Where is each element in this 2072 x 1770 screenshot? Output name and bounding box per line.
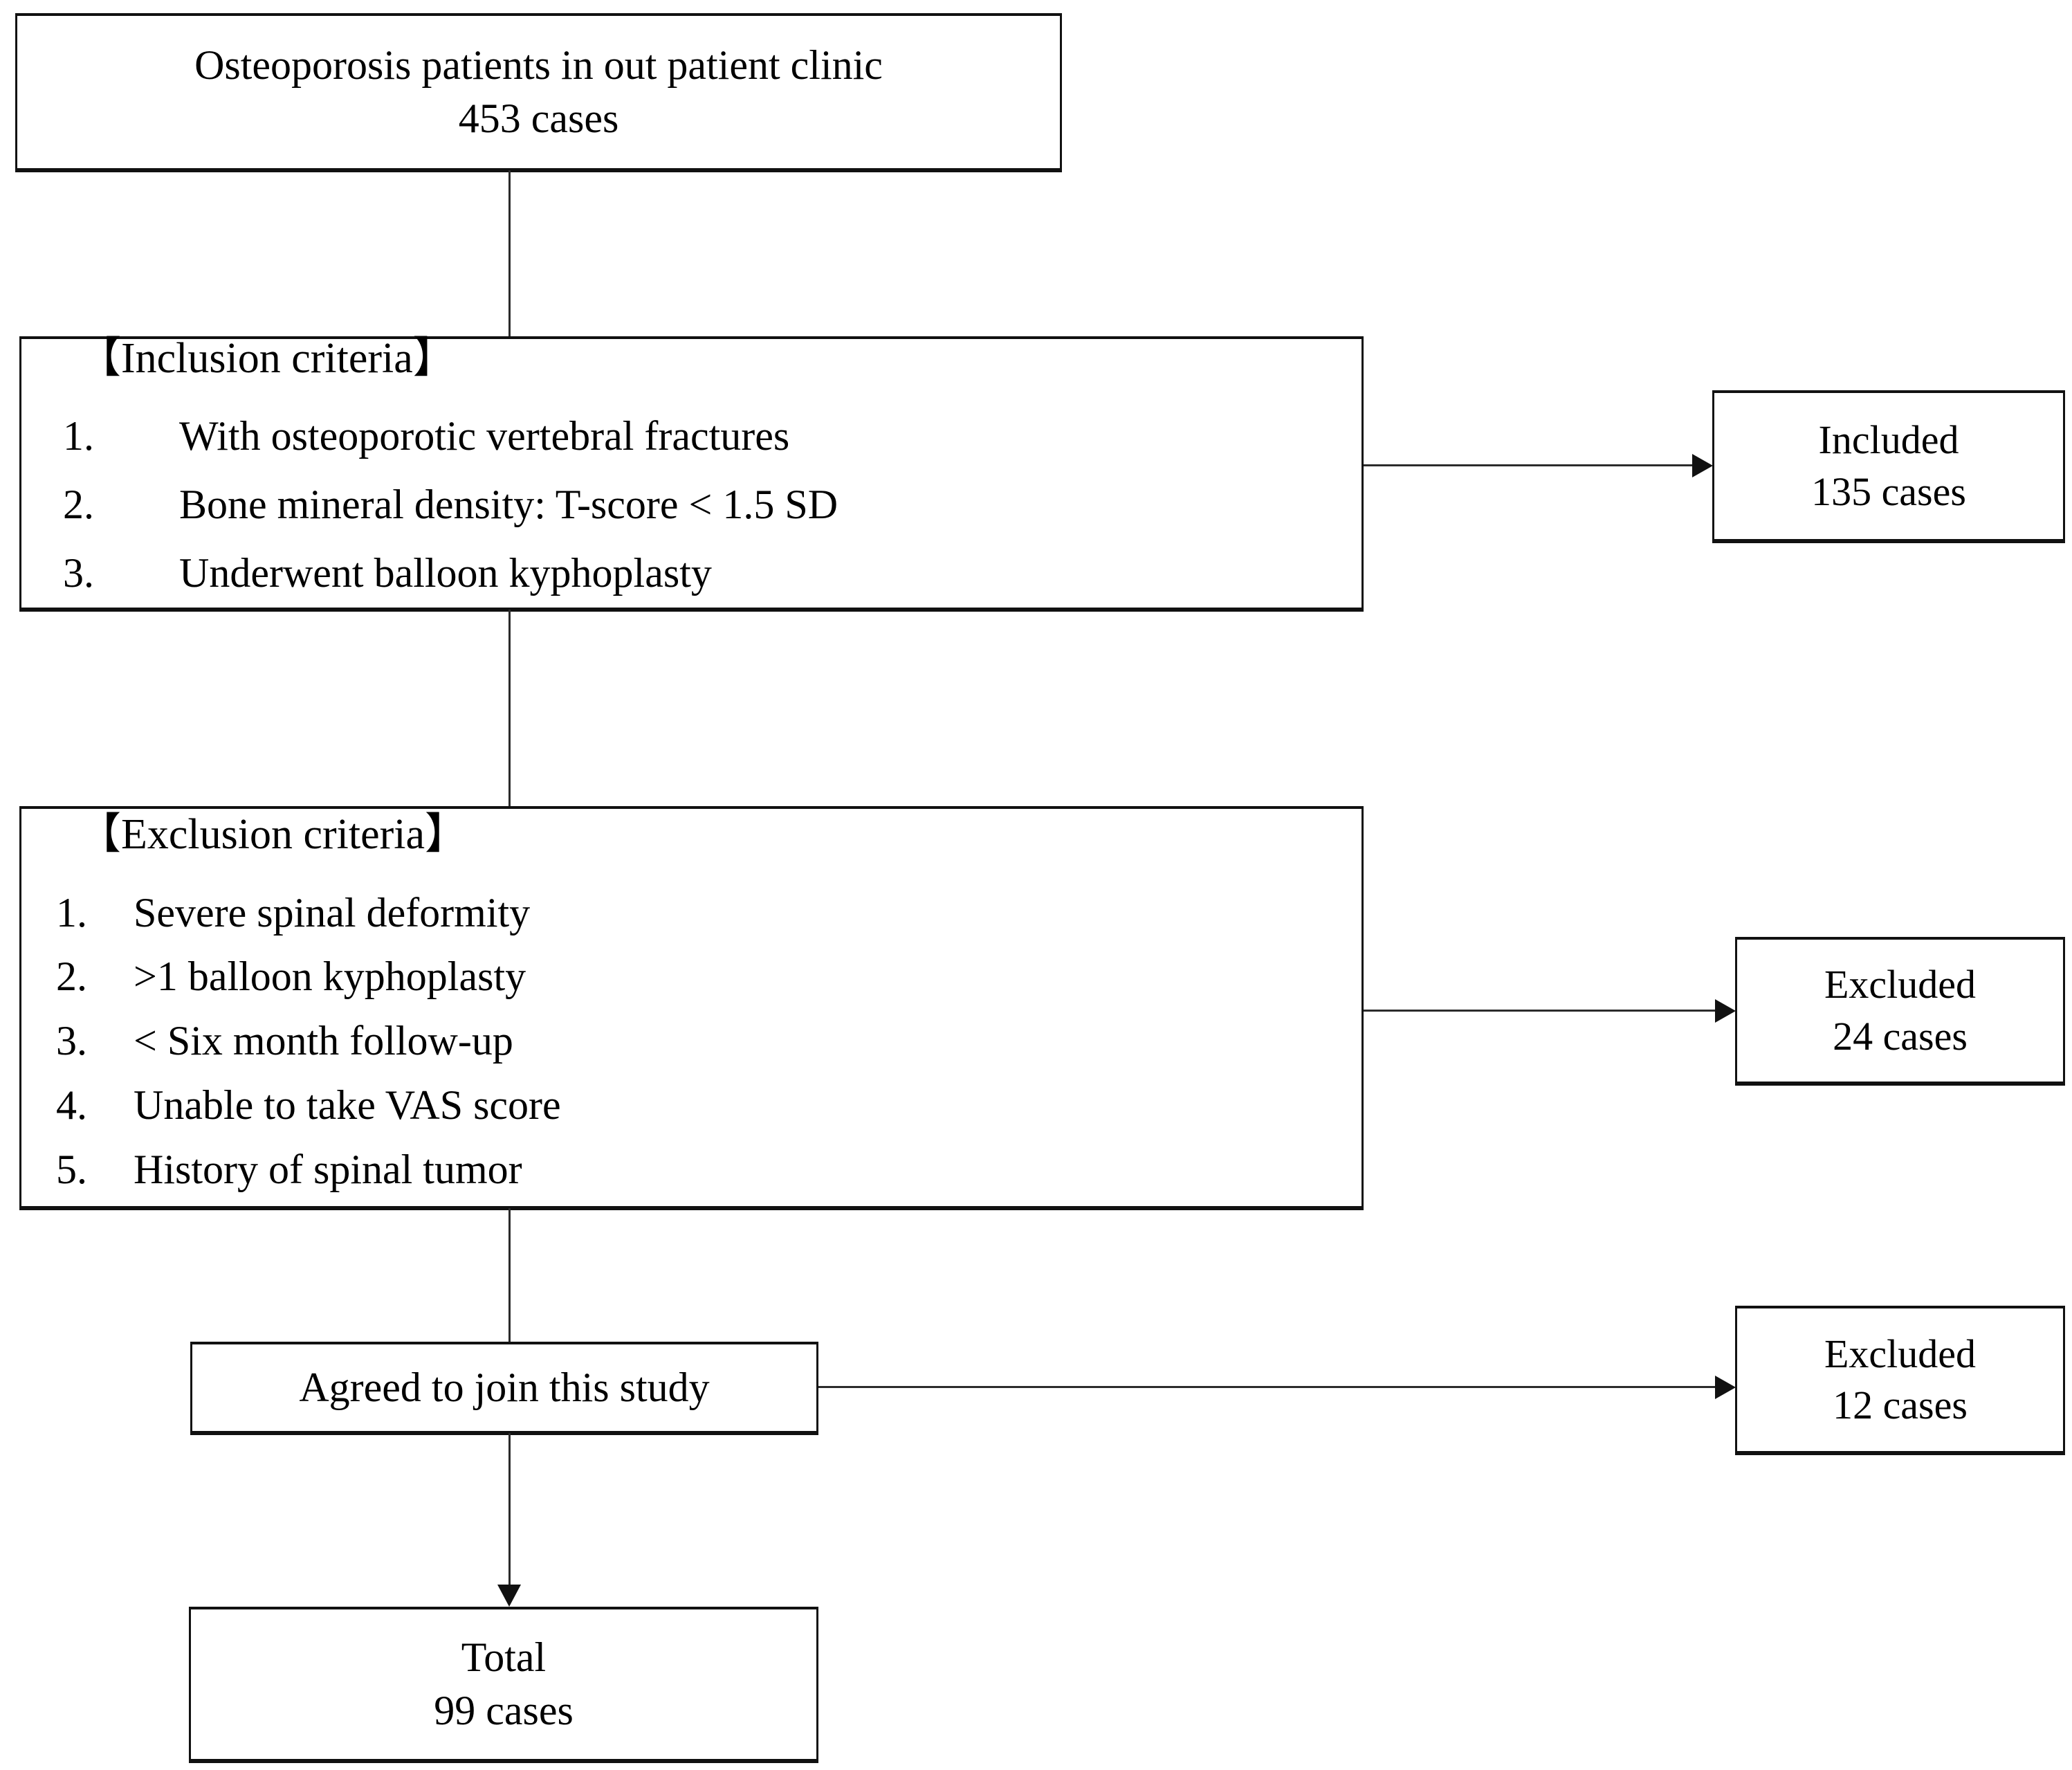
connector-inclusion-to-exclusion bbox=[508, 610, 511, 808]
inclusion-item-1-number: 1. bbox=[63, 413, 94, 459]
inclusion-item-1-text: With osteoporotic vertebral fractures bbox=[179, 413, 790, 459]
exclusion-item-5-number: 5. bbox=[56, 1146, 87, 1192]
inclusion-criteria-list: 1. With osteoporotic vertebral fractures… bbox=[37, 410, 1362, 614]
exclusion-item-2-number: 2. bbox=[56, 954, 87, 1000]
connector-exclusion-to-agreed bbox=[508, 1208, 511, 1344]
excluded-consent-line-2: 12 cases bbox=[1833, 1383, 1968, 1427]
exclusion-item-1-text: Severe spinal deformity bbox=[134, 889, 531, 936]
exclusion-item-2-text: >1 balloon kyphoplasty bbox=[134, 954, 526, 1000]
arrowhead-to-included bbox=[1692, 454, 1713, 477]
inclusion-item-2-number: 2. bbox=[63, 482, 94, 528]
exclusion-item-1-number: 1. bbox=[56, 889, 87, 936]
source-line-1: Osteoporosis patients in out patient cli… bbox=[194, 42, 883, 89]
agreed-line-1: Agreed to join this study bbox=[299, 1365, 710, 1411]
total-line-2: 99 cases bbox=[434, 1688, 574, 1733]
list-item: 1. With osteoporotic vertebral fractures bbox=[37, 410, 1362, 463]
node-excluded-criteria: Excluded 24 cases bbox=[1735, 938, 2065, 1084]
node-excluded-consent: Excluded 12 cases bbox=[1735, 1306, 2065, 1453]
exclusion-heading: 【Exclusion criteria】 bbox=[78, 811, 468, 859]
included-line-1: Included bbox=[1818, 417, 1959, 463]
connector-exclusion-to-excluded24 bbox=[1364, 1010, 1717, 1012]
list-item: 1. Severe spinal deformity bbox=[37, 886, 1362, 940]
node-agreed-to-join: Agreed to join this study bbox=[190, 1342, 818, 1433]
exclusion-item-4-number: 4. bbox=[56, 1082, 87, 1129]
excluded-consent-line-1: Excluded bbox=[1824, 1331, 1977, 1376]
exclusion-item-3-text: < Six month follow-up bbox=[134, 1018, 513, 1064]
inclusion-heading: 【Inclusion criteria】 bbox=[78, 335, 456, 383]
list-item: 3. < Six month follow-up bbox=[37, 1014, 1362, 1068]
inclusion-item-3-text: Underwent balloon kyphoplasty bbox=[179, 550, 712, 596]
total-line-1: Total bbox=[461, 1634, 547, 1681]
exclusion-item-5-text: History of spinal tumor bbox=[134, 1146, 522, 1192]
arrowhead-to-total bbox=[497, 1585, 521, 1607]
exclusion-criteria-list: 1. Severe spinal deformity 2. >1 balloon… bbox=[37, 886, 1362, 1207]
exclusion-item-4-text: Unable to take VAS score bbox=[134, 1082, 561, 1129]
node-included: Included 135 cases bbox=[1712, 391, 2065, 541]
connector-inclusion-to-included bbox=[1364, 464, 1694, 466]
excluded-criteria-line-1: Excluded bbox=[1824, 962, 1977, 1007]
node-total: Total 99 cases bbox=[189, 1607, 818, 1761]
arrowhead-to-excluded12 bbox=[1715, 1376, 1736, 1399]
inclusion-item-2-text: Bone mineral density: T-score < 1.5 SD bbox=[179, 482, 838, 528]
list-item: 2. Bone mineral density: T-score < 1.5 S… bbox=[37, 478, 1362, 531]
list-item: 4. Unable to take VAS score bbox=[37, 1079, 1362, 1132]
arrowhead-to-excluded24 bbox=[1715, 999, 1736, 1023]
list-item: 3. Underwent balloon kyphoplasty bbox=[37, 547, 1362, 600]
node-exclusion-criteria: 【Exclusion criteria】 1. Severe spinal de… bbox=[19, 807, 1364, 1208]
list-item: 5. History of spinal tumor bbox=[37, 1143, 1362, 1196]
connector-source-to-inclusion bbox=[508, 170, 511, 338]
exclusion-item-3-number: 3. bbox=[56, 1018, 87, 1064]
node-inclusion-criteria: 【Inclusion criteria】 1. With osteoporoti… bbox=[19, 335, 1364, 610]
connector-agreed-to-total bbox=[508, 1433, 511, 1587]
node-source-population: Osteoporosis patients in out patient cli… bbox=[15, 14, 1062, 170]
source-line-2: 453 cases bbox=[458, 95, 619, 141]
included-line-2: 135 cases bbox=[1811, 468, 1966, 514]
excluded-criteria-line-2: 24 cases bbox=[1833, 1013, 1968, 1059]
inclusion-item-3-number: 3. bbox=[63, 550, 94, 596]
list-item: 2. >1 balloon kyphoplasty bbox=[37, 950, 1362, 1003]
connector-agreed-to-excluded12 bbox=[818, 1386, 1717, 1388]
